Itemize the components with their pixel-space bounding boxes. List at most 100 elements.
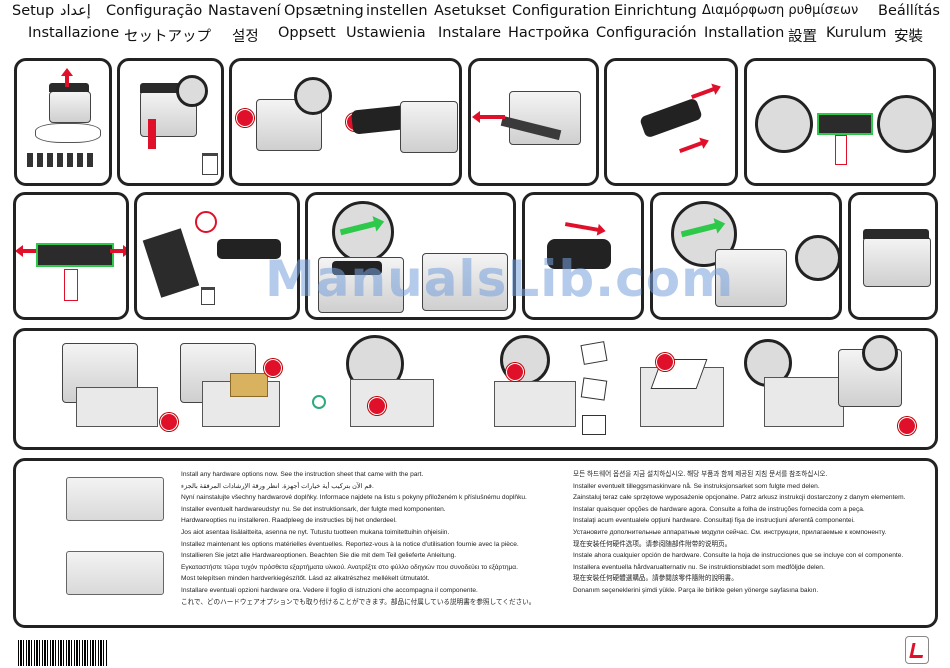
- title-row-1: Setup إعداد Configuração Nastavení Opsæt…: [0, 3, 950, 21]
- title-nastaveni: Nastavení: [208, 3, 281, 19]
- no-icon: [195, 211, 217, 233]
- instruction-line: قم الآن بتركيب أية خيارات أجهزة. انظر ور…: [181, 482, 374, 490]
- step-marker-a: [236, 109, 254, 127]
- printer-top: [49, 83, 89, 92]
- instruction-line: Donanım seçeneklerini şimdi yükle. Parça…: [573, 586, 819, 594]
- step-panel-unpack: [14, 58, 112, 186]
- printer-top: [140, 83, 195, 93]
- title-asetukset: Asetukset: [434, 3, 506, 19]
- title-setup: Setup: [12, 3, 55, 19]
- packing-box: [230, 373, 268, 397]
- detail-zoom: [176, 75, 208, 107]
- instruction-line: Most telepítsen minden hardverkiegészítő…: [181, 575, 430, 583]
- instruction-line: Installare eventuali opzioni hardware or…: [181, 586, 478, 594]
- accessories: [27, 153, 97, 167]
- packing-strip: [835, 135, 847, 165]
- optional-tray-illustration-1: [66, 477, 164, 521]
- optional-tray-illustration-2: [66, 551, 164, 595]
- step-marker-3: [368, 397, 386, 415]
- title-korean: 설정: [232, 29, 259, 45]
- step-panel-load-paper: [13, 328, 938, 450]
- instruction-line: Installez maintenant les options matérie…: [181, 540, 519, 548]
- step-panel-insert-toner: [305, 192, 516, 320]
- step-panel-open-door: [468, 58, 599, 186]
- detail-zoom-2: [795, 235, 839, 281]
- toner-cartridge: [332, 261, 382, 275]
- trash-bin-icon: [201, 287, 215, 305]
- printer-illustration: [863, 237, 931, 287]
- title-russian: Настройка: [508, 25, 590, 41]
- printer-illustration: [49, 91, 91, 123]
- step-marker-1: [160, 413, 178, 431]
- rotate-arrow: [564, 222, 600, 232]
- step-marker-2: [264, 359, 282, 377]
- title-instalare: Instalare: [438, 25, 502, 41]
- step-panel-packing-removal: [744, 58, 936, 186]
- watermark: ManualsLib.com: [265, 250, 735, 308]
- step-marker-5: [656, 353, 674, 371]
- title-oppsett: Oppsett: [278, 25, 336, 41]
- title-instellen: instellen: [366, 3, 428, 19]
- instruction-line: Εγκαταστήστε τώρα τυχόν πρόσθετα εξαρτήμ…: [181, 563, 518, 571]
- instruction-line: Jos aiot asentaa lisälaitteita, asenna n…: [181, 528, 450, 536]
- step-marker-4: [506, 363, 524, 381]
- paper-straighten: [582, 415, 606, 435]
- instructions-left-column: Install any hardware options now. See th…: [181, 469, 556, 608]
- title-arabic: إعداد: [60, 3, 91, 19]
- title-greek: Διαμόρφωση ρυθμίσεων: [702, 3, 859, 18]
- title-beallitas: Beállítás: [878, 3, 940, 19]
- paper-tray-3: [350, 379, 434, 427]
- title-installazione: Installazione: [28, 25, 120, 41]
- barcode: [18, 640, 108, 666]
- title-chinese-simplified: 設置: [788, 29, 817, 45]
- title-japanese: セットアップ: [124, 29, 211, 45]
- instruction-line: Nyní nainstalujte všechny hardwarové dop…: [181, 494, 527, 502]
- instruction-line: 現在安裝任何硬體選購品。請參閱該零件隨附的說明書。: [573, 575, 738, 583]
- instruction-line: Hardwareopties nu installeren. Raadpleeg…: [181, 517, 397, 525]
- toner-cartridge: [639, 97, 703, 139]
- title-configuracion: Configuración: [596, 25, 697, 41]
- detail-zoom-insert: [862, 335, 898, 371]
- instruction-line: Instalaţi acum eventualele opţiuni hardw…: [573, 517, 855, 525]
- toner-cartridge: [217, 239, 281, 259]
- instruction-line: Установите дополнительные аппаратные мод…: [573, 528, 887, 536]
- step-panel-discard-packing: [134, 192, 300, 320]
- trash-bin-icon: [202, 153, 218, 175]
- title-chinese-traditional: 安裝: [894, 29, 923, 45]
- instruction-line: Installer eventuelt hardwareudstyr nu. S…: [181, 505, 446, 513]
- packing-material: [35, 123, 101, 143]
- instruction-line: Installieren Sie jetzt alle Hardwareopti…: [181, 552, 457, 560]
- lift-arrow: [65, 75, 69, 87]
- packing-strip: [64, 269, 78, 301]
- cartridge-detail: [36, 243, 114, 267]
- printer-illustration-2: [400, 101, 458, 153]
- title-installation: Installation: [704, 25, 785, 41]
- instruction-line: 모든 하드웨어 옵션을 지금 설치하십시오. 해당 부품과 함께 제공된 지침 …: [573, 471, 828, 478]
- pull-arrow-left: [22, 249, 36, 253]
- title-configuracao: Configuração: [106, 3, 203, 19]
- detail-zoom: [332, 201, 394, 263]
- instruction-line: これで、どのハードウェアオプションでも取り付けることができます。部品に付属してい…: [181, 598, 536, 606]
- instruction-line: Instale ahora cualquier opción de hardwa…: [573, 552, 904, 560]
- detail-zoom-left: [755, 95, 813, 153]
- step-marker-6: [898, 417, 916, 435]
- toner-cartridge: [547, 239, 611, 269]
- detail-zoom-right: [877, 95, 933, 153]
- recycle-icon: [312, 395, 326, 409]
- tape-strip: [148, 119, 156, 149]
- brand-logo: [905, 636, 929, 664]
- title-kurulum: Kurulum: [826, 25, 887, 41]
- paper-tray-1: [76, 387, 158, 427]
- step-panel-remove-tape: [117, 58, 224, 186]
- hardware-options-panel: Install any hardware options now. See th…: [13, 458, 938, 628]
- logo-mark: [909, 643, 926, 658]
- packing-piece: [142, 228, 200, 298]
- printer-illustration-2: [422, 253, 508, 311]
- instruction-line: Install any hardware options now. See th…: [181, 471, 424, 478]
- step-panel-shake-toner: [604, 58, 738, 186]
- instructions-right-column: 모든 하드웨어 옵션을 지금 설치하십시오. 해당 부품과 함께 제공된 지침 …: [573, 469, 933, 597]
- instruction-line: 现在安装任何硬件选项。请参阅随部件附带的说明页。: [573, 540, 732, 548]
- shake-arrow-down: [679, 141, 703, 153]
- step-panel-closed-printer: [848, 192, 938, 320]
- pull-arrow-right: [110, 245, 126, 257]
